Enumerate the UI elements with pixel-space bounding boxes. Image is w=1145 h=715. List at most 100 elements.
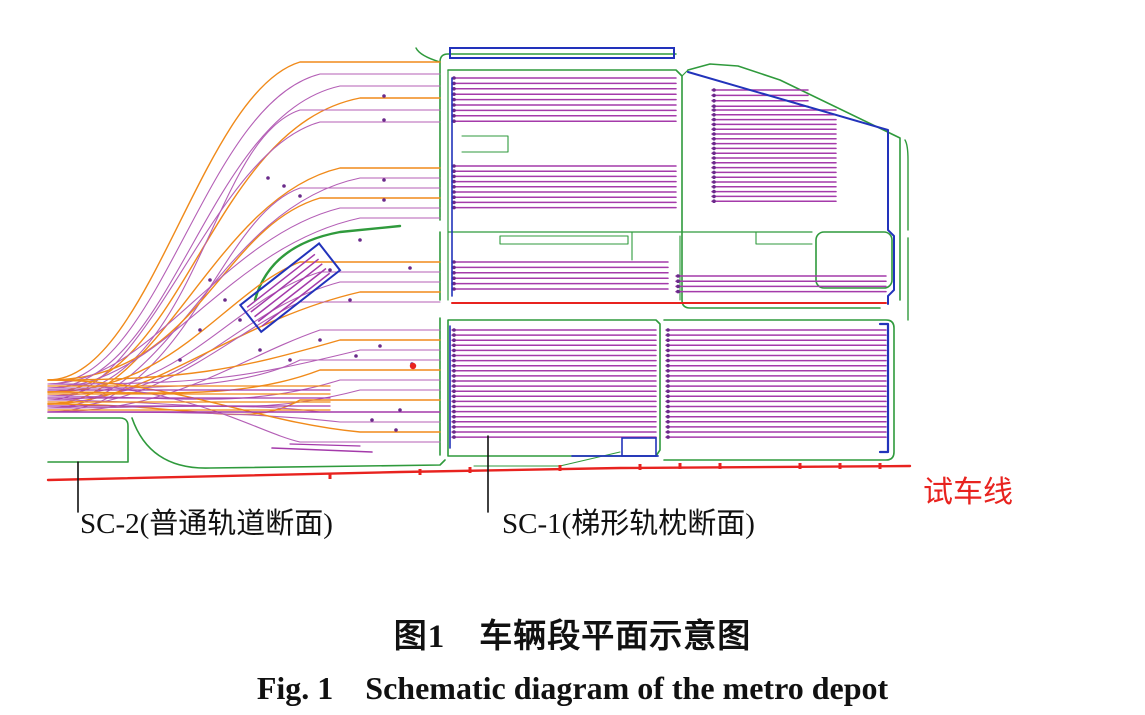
signal-marker: [409, 362, 417, 370]
track-buffer-marker: [666, 414, 670, 419]
track-buffer-marker: [712, 117, 716, 122]
track-buffer-marker: [666, 328, 670, 332]
track-buffer-marker: [712, 189, 716, 194]
road-segment: [904, 139, 909, 231]
track-buffer-marker: [712, 175, 716, 179]
switch-marker: [408, 266, 412, 270]
throat-track: [47, 379, 441, 433]
switch-marker: [382, 198, 386, 202]
switch-marker: [358, 238, 362, 242]
track-buffer-marker: [452, 389, 456, 394]
track-buffer-marker: [666, 348, 670, 353]
switch-marker: [382, 178, 386, 182]
track-buffer-marker: [712, 122, 716, 127]
switch-marker: [238, 318, 242, 322]
track-buffer-marker: [452, 205, 456, 210]
test-line-marker: [418, 469, 422, 475]
switch-marker: [328, 268, 332, 272]
track-buffer-marker: [712, 132, 716, 136]
track-buffer-marker: [666, 420, 670, 424]
test-line-marker: [838, 463, 842, 469]
throat-track: [47, 197, 441, 381]
throat-switch-tracks: [47, 61, 441, 453]
road-segment: [439, 53, 677, 63]
track-buffer-marker: [452, 185, 456, 189]
switch-marker: [398, 408, 402, 412]
track-buffer-marker: [452, 103, 456, 107]
track-buffer-marker: [712, 137, 716, 141]
track-buffer-marker: [712, 113, 716, 117]
road-segment: [461, 135, 509, 153]
road-segment: [131, 417, 446, 469]
switch-marker: [266, 176, 270, 180]
track-buffer-marker: [452, 379, 456, 383]
test-line-marker: [718, 463, 722, 469]
track-buffer-marker: [452, 81, 456, 86]
road-segment: [447, 69, 881, 309]
track-buffer-marker: [452, 363, 456, 368]
track-buffer-marker: [452, 190, 456, 194]
throat-track: [47, 207, 441, 385]
small-building: [621, 437, 657, 457]
switch-marker: [288, 358, 292, 362]
shed-end-wall: [878, 322, 890, 454]
track-buffer-marker: [712, 127, 716, 131]
track-buffer-marker: [676, 274, 680, 278]
throat-track: [47, 85, 441, 389]
track-buffer-marker: [666, 358, 670, 363]
track-buffer-marker: [712, 151, 716, 155]
track-buffer-marker: [452, 430, 456, 434]
track-buffer-marker: [666, 394, 670, 399]
workshop: [238, 242, 342, 334]
throat-track: [47, 61, 441, 381]
throat-track: [47, 411, 441, 423]
workshop-track: [261, 272, 331, 327]
depot-buildings: [238, 47, 895, 457]
switch-marker: [178, 358, 182, 362]
track-buffer-marker: [452, 394, 456, 399]
switch-marker: [258, 348, 262, 352]
road-segment: [687, 63, 901, 301]
road-segment: [253, 224, 402, 302]
track-buffer-marker: [452, 200, 456, 205]
road-segment: [681, 69, 689, 77]
road-segment: [663, 319, 895, 461]
track-buffer-marker: [712, 108, 716, 112]
track-buffer-marker: [452, 114, 456, 118]
track-buffer-marker: [452, 435, 456, 439]
track-buffer-marker: [452, 374, 456, 378]
track-buffer-marker: [666, 353, 670, 358]
switch-marker: [208, 278, 212, 282]
road-segment: [473, 451, 621, 467]
test-line-track: [46, 464, 912, 482]
switch-marker: [318, 338, 322, 342]
track-buffer-marker: [666, 430, 670, 434]
track-buffer-marker: [712, 99, 716, 103]
track-buffer-marker: [452, 333, 456, 337]
track-buffer-marker: [452, 369, 456, 373]
track-buffer-marker: [452, 353, 456, 358]
throat-track: [47, 369, 441, 394]
track-buffer-marker: [452, 404, 456, 409]
track-buffer-marker: [712, 185, 716, 189]
stub-track: [271, 447, 373, 453]
test-line-marker: [638, 464, 642, 470]
throat-track: [47, 281, 441, 401]
road-segment: [415, 47, 441, 63]
track-buffer-marker: [452, 276, 456, 281]
track-buffer-marker: [712, 165, 716, 170]
track-buffer-marker: [452, 409, 456, 414]
throat-track: [47, 405, 441, 413]
track-buffer-marker: [666, 384, 670, 388]
test-line-marker: [468, 467, 472, 473]
track-buffer-marker: [452, 338, 456, 343]
section-leader-lines: [77, 435, 489, 513]
track-buffer-marker: [712, 141, 716, 146]
track-buffer-marker: [452, 179, 456, 184]
track-buffer-marker: [452, 260, 456, 264]
track-buffer-marker: [452, 108, 456, 113]
track-buffer-marker: [452, 169, 456, 173]
switch-marker: [394, 428, 398, 432]
throat-track: [47, 73, 441, 385]
track-buffer-marker: [452, 271, 456, 275]
